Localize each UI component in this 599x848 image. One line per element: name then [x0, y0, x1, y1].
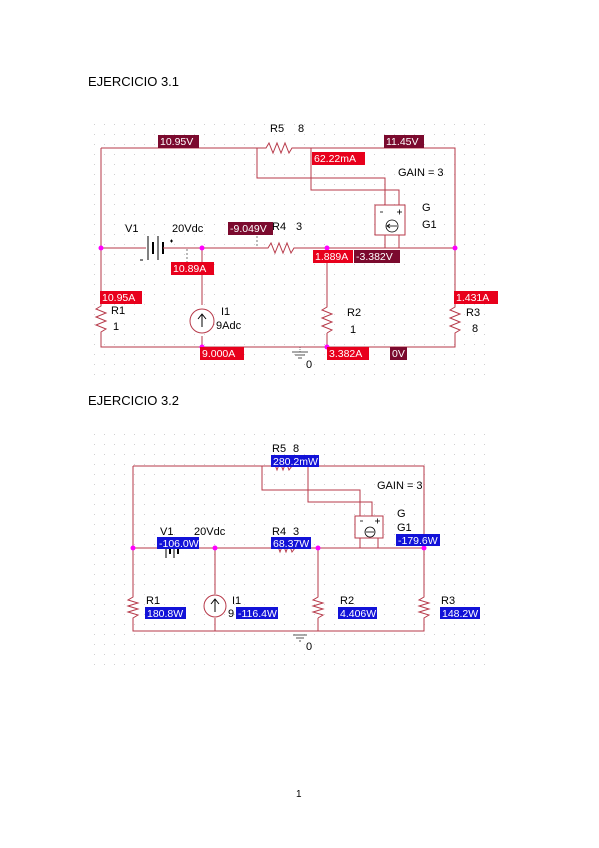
r4-name-2: R4	[272, 526, 286, 538]
badge-voltage-top-right: 11.45V	[384, 135, 424, 148]
gain-label-2: GAIN = 3	[377, 480, 423, 492]
r4-name: R4	[272, 221, 286, 233]
v1-value-2: 20Vdc	[194, 526, 226, 538]
current-source-i1	[189, 308, 215, 334]
ground-label-2: 0	[306, 641, 312, 653]
r1-value: 1	[113, 321, 119, 333]
resistor-r1	[94, 303, 108, 336]
badge-current-i1: 9.000A	[200, 347, 244, 360]
svg-text:11.45V: 11.45V	[386, 136, 419, 148]
resistor-r2	[320, 304, 334, 334]
g-label: G	[422, 202, 431, 214]
r5-name-2: R5	[272, 443, 286, 455]
svg-text:9.000A: 9.000A	[202, 348, 235, 360]
gain-label: GAIN = 3	[398, 167, 444, 179]
resistor-r5	[257, 141, 300, 155]
ground-symbol-2	[293, 634, 307, 642]
svg-text:1.431A: 1.431A	[456, 292, 489, 304]
svg-text:180.8W: 180.8W	[147, 608, 183, 620]
controlled-source-g1-2	[354, 515, 384, 539]
badge-power-r2: 4.406W	[338, 607, 377, 620]
r3-value: 8	[472, 323, 478, 335]
svg-text:10.95A: 10.95A	[102, 292, 135, 304]
badge-voltage-g1: -3.382V	[354, 250, 400, 263]
badge-power-v1: -106.0W	[157, 537, 199, 550]
badge-current-r3: 1.431A	[454, 291, 498, 304]
r4-value-2: 3	[293, 526, 299, 538]
i1-prefix-2: 9	[228, 608, 234, 620]
junction-nodes-2	[130, 545, 427, 551]
svg-text:148.2W: 148.2W	[442, 608, 478, 620]
r5-value-2: 8	[293, 443, 299, 455]
svg-text:280.2mW: 280.2mW	[273, 456, 318, 468]
heading-exercise-3-1: EJERCICIO 3.1	[88, 74, 180, 89]
svg-text:68.37W: 68.37W	[273, 538, 309, 550]
badge-power-i1: -116.4W	[236, 607, 278, 620]
svg-text:3.382A: 3.382A	[329, 348, 362, 360]
svg-text:-9.049V: -9.049V	[230, 223, 267, 235]
junction-nodes	[98, 245, 458, 350]
r3-name-2: R3	[441, 595, 455, 607]
resistor-r4	[264, 241, 298, 255]
ground-symbol	[292, 347, 308, 359]
badge-current-r5: 62.22mA	[312, 152, 365, 165]
g-label-2: G	[397, 508, 406, 520]
svg-text:1.889A: 1.889A	[315, 251, 348, 263]
r2-name: R2	[347, 307, 361, 319]
wires-2	[132, 465, 425, 632]
g1-label-2: G1	[397, 522, 412, 534]
svg-text:4.406W: 4.406W	[340, 608, 376, 620]
circuit-1: V1 20Vdc R5 8 R4 3 GAIN = 3 G G1 R1 1 I1…	[90, 118, 498, 380]
resistor-r3	[448, 304, 462, 336]
r1-name: R1	[111, 305, 125, 317]
v1-name: V1	[125, 223, 138, 235]
r1-name-2: R1	[146, 595, 160, 607]
svg-text:0V: 0V	[392, 348, 405, 360]
v1-name-2: V1	[160, 526, 173, 538]
page-number: 1	[296, 789, 302, 800]
g1-label: G1	[422, 219, 437, 231]
badge-current-r2: 3.382A	[327, 347, 369, 360]
badge-power-g1: -179.6W	[396, 534, 440, 547]
badge-voltage-ground: 0V	[390, 347, 407, 360]
resistor-r2-2	[311, 594, 325, 619]
resistor-r1-2	[126, 594, 140, 620]
r5-name: R5	[270, 123, 284, 135]
svg-text:10.95V: 10.95V	[160, 136, 193, 148]
badge-power-r1: 180.8W	[145, 607, 186, 620]
r4-value: 3	[296, 221, 302, 233]
resistor-r3-2	[417, 594, 431, 620]
r5-value: 8	[298, 123, 304, 135]
badge-voltage-r4-left: -9.049V	[228, 222, 273, 235]
controlled-source-g1	[374, 204, 406, 236]
circuit-2: R5 8 GAIN = 3 G G1 V1 20Vdc R4 3 R1 I1 9…	[90, 430, 490, 670]
v1-value: 20Vdc	[172, 223, 204, 235]
svg-text:-116.4W: -116.4W	[238, 608, 277, 620]
badge-power-r3: 148.2W	[440, 607, 480, 620]
i1-name-2: I1	[232, 595, 241, 607]
r2-name-2: R2	[340, 595, 354, 607]
battery-v1	[140, 235, 173, 261]
r3-name: R3	[466, 307, 480, 319]
badge-current-source-node: 10.89A	[171, 262, 214, 275]
badge-current-r1: 10.95A	[100, 291, 142, 304]
i1-value: 9Adc	[216, 320, 242, 332]
badge-power-r5: 280.2mW	[271, 455, 319, 468]
heading-exercise-3-2: EJERCICIO 3.2	[88, 393, 180, 408]
svg-text:-3.382V: -3.382V	[356, 251, 393, 263]
badge-voltage-top-left: 10.95V	[158, 135, 199, 148]
badge-current-r4: 1.889A	[313, 250, 353, 263]
svg-text:-179.6W: -179.6W	[398, 535, 438, 547]
r2-value: 1	[350, 324, 356, 336]
svg-text:62.22mA: 62.22mA	[314, 153, 356, 165]
svg-text:10.89A: 10.89A	[173, 263, 206, 275]
badge-power-r4: 68.37W	[271, 537, 311, 550]
current-source-i1-2	[203, 594, 227, 618]
i1-name: I1	[221, 306, 230, 318]
svg-text:-106.0W: -106.0W	[159, 538, 199, 550]
ground-label: 0	[306, 359, 312, 371]
